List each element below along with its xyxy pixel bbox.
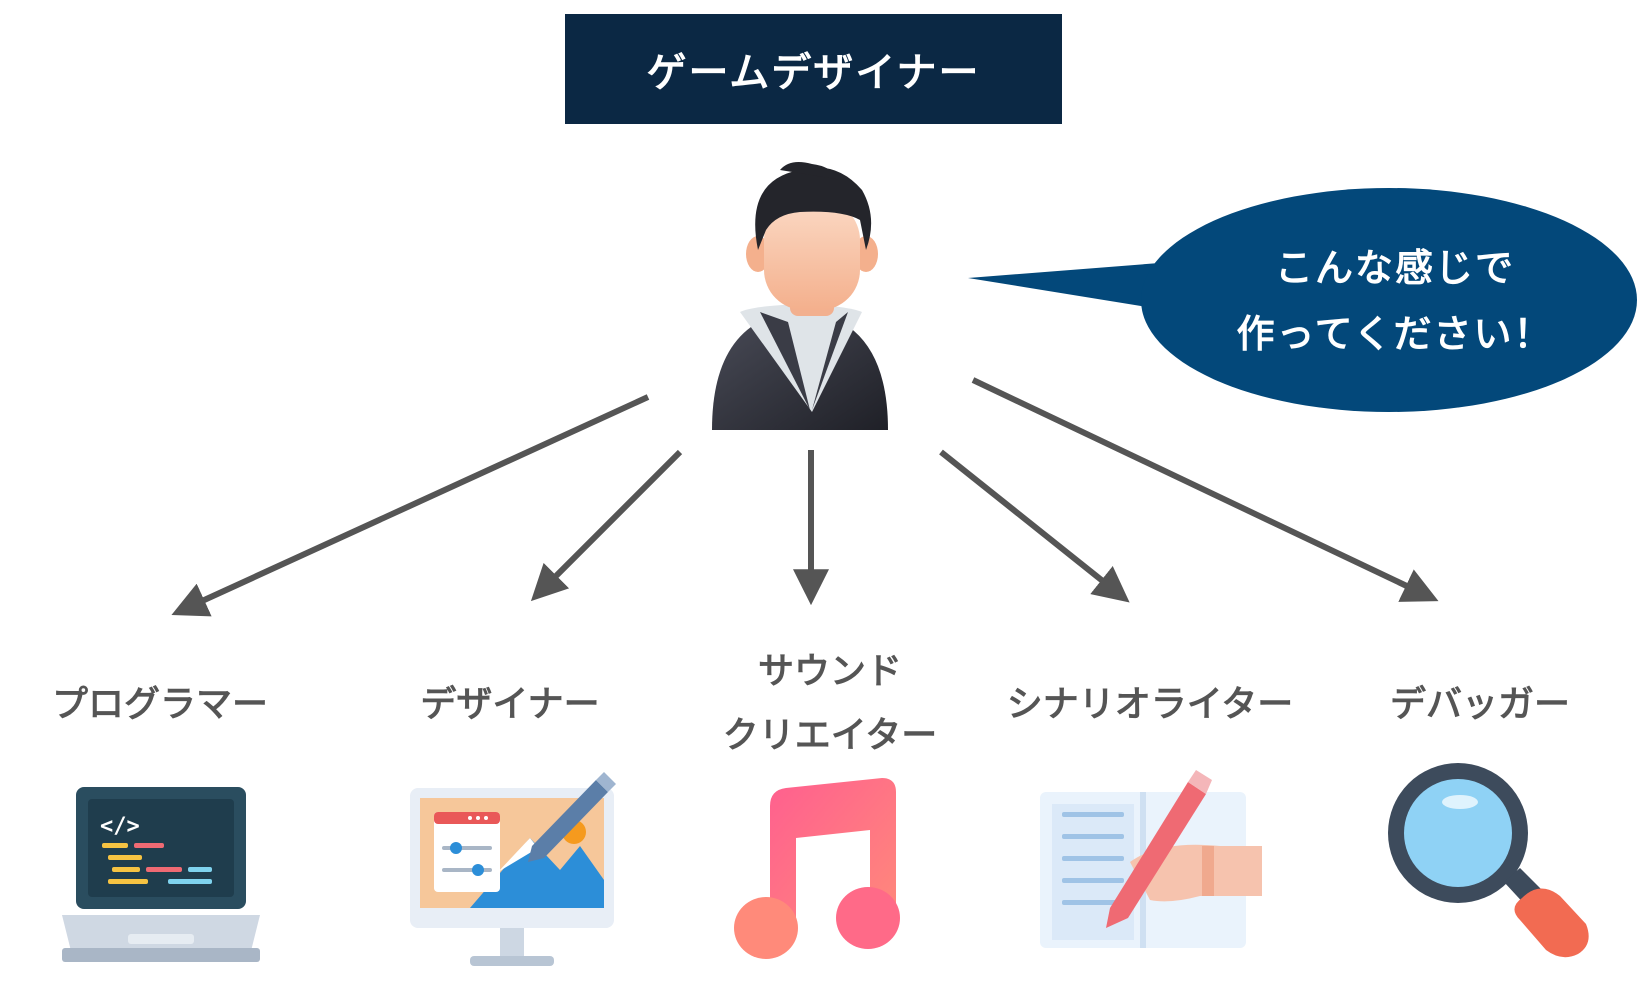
role-label-programmer: プログラマー bbox=[51, 684, 268, 725]
role-label-sound-creator-line1: サウンド bbox=[757, 651, 902, 692]
speech-bubble bbox=[968, 188, 1637, 412]
page-title: ゲームデザイナー bbox=[646, 50, 981, 96]
game-designer-person-icon bbox=[712, 162, 888, 430]
arrow-to-debugger bbox=[971, 377, 1439, 602]
speech-bubble-line2: 作ってください！ bbox=[1236, 312, 1554, 356]
arrow-to-programmer bbox=[171, 394, 650, 617]
svg-text:</>: </> bbox=[100, 814, 140, 839]
speech-bubble-line1: こんな感じで bbox=[1274, 246, 1515, 290]
music-note-icon bbox=[734, 778, 900, 959]
arrow-to-scenario-writer bbox=[939, 449, 1130, 603]
monitor-design-icon bbox=[410, 772, 616, 966]
role-label-debugger: デバッガー bbox=[1389, 684, 1570, 725]
title-box: ゲームデザイナー bbox=[565, 14, 1062, 124]
laptop-code-icon: </> bbox=[62, 787, 260, 962]
speech-bubble-text: こんな感じで 作ってください！ bbox=[1160, 235, 1630, 367]
role-label-sound-creator-line2: クリエイター bbox=[722, 715, 938, 756]
book-pencil-icon bbox=[1040, 770, 1262, 948]
role-label-scenario-writer: シナリオライター bbox=[1006, 684, 1294, 725]
magnifier-icon bbox=[1388, 763, 1589, 958]
arrow-to-designer bbox=[530, 449, 683, 602]
role-label-designer: デザイナー bbox=[420, 684, 600, 725]
role-label-sound-creator: サウンド クリエイター bbox=[700, 640, 960, 768]
